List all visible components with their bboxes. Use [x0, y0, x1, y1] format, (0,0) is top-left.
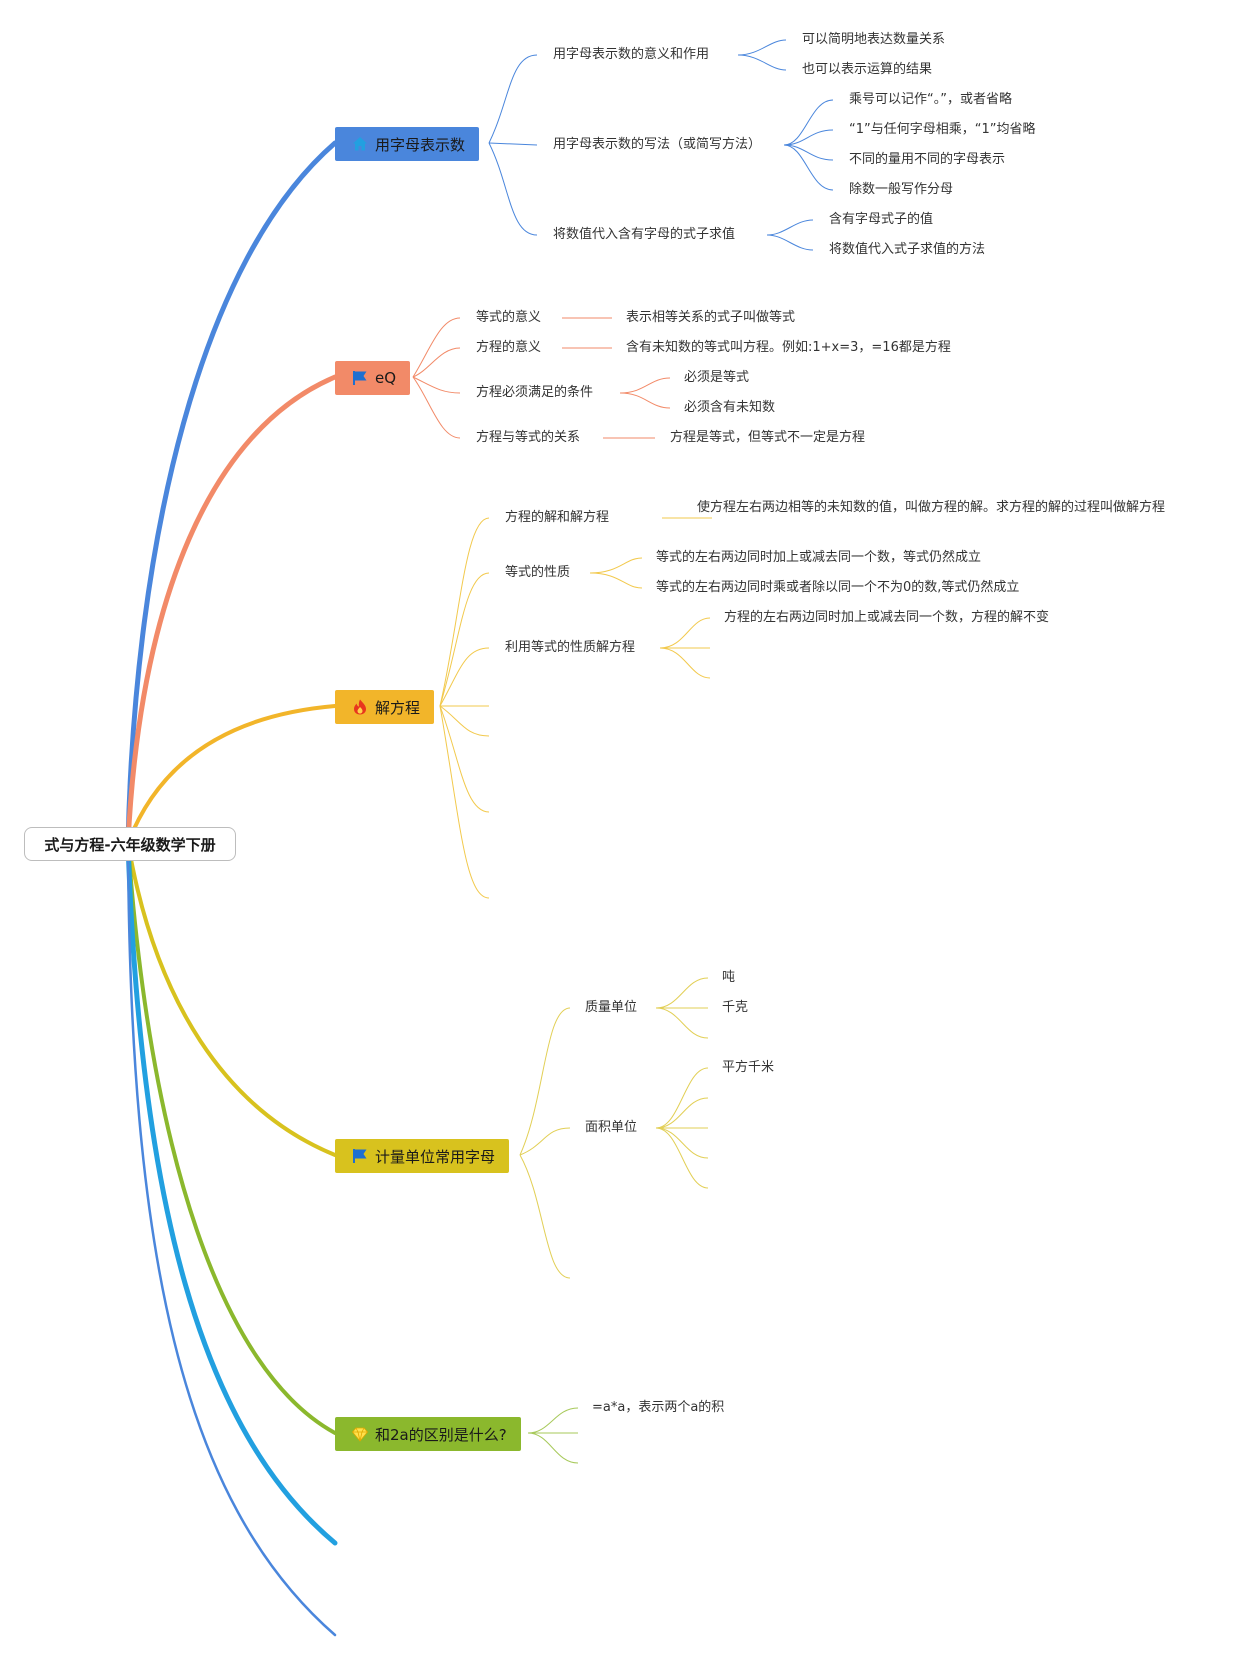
- topic-3-1[interactable]: 方程的解和解方程: [505, 510, 610, 525]
- branch-node-1[interactable]: 用字母表示数: [335, 127, 480, 161]
- branch-title: 和2a的区别是什么?: [375, 1425, 507, 1444]
- leaf-4-2-1[interactable]: 平方千米: [722, 1060, 775, 1075]
- topic-3-3[interactable]: 利用等式的性质解方程: [505, 640, 636, 655]
- diamond-icon: [351, 1427, 369, 1442]
- leaf-5-1[interactable]: =a*a，表示两个a的积: [592, 1400, 725, 1415]
- branch-2-connectors: [412, 317, 671, 439]
- leaf-2-1-1[interactable]: 表示相等关系的式子叫做等式: [626, 310, 796, 325]
- fire-icon: [354, 699, 366, 715]
- leaf-1-2-4[interactable]: 除数一般写作分母: [849, 182, 954, 197]
- branch-5-connectors: [527, 1407, 579, 1464]
- branch-title: 计量单位常用字母: [375, 1147, 496, 1166]
- flag-icon: [353, 371, 367, 385]
- leaf-3-2-2[interactable]: 等式的左右两边同时乘或者除以同一个不为0的数,等式仍然成立: [656, 580, 1020, 595]
- branch-1-connectors: [488, 39, 834, 251]
- leaf-3-1-1[interactable]: 使方程左右两边相等的未知数的值，叫做方程的解。求方程的解的过程叫做解方程: [697, 500, 1166, 515]
- leaf-3-3-1[interactable]: 方程的左右两边同时加上或减去同一个数，方程的解不变: [724, 610, 1050, 625]
- connector-root-branch-6: [125, 840, 338, 1546]
- topic-4-1[interactable]: 质量单位: [585, 1000, 638, 1015]
- leaf-1-2-1[interactable]: 乘号可以记作“。”，或者省略: [849, 92, 1012, 107]
- branch-title: 解方程: [375, 698, 421, 717]
- leaf-1-3-2[interactable]: 将数值代入式子求值的方法: [829, 242, 986, 257]
- house-icon: [353, 137, 367, 151]
- leaf-4-1-2[interactable]: 千克: [722, 1000, 749, 1015]
- leaf-3-2-1[interactable]: 等式的左右两边同时加上或减去同一个数，等式仍然成立: [656, 550, 982, 565]
- topic-1-1[interactable]: 用字母表示数的意义和作用: [553, 47, 710, 62]
- connector-root-branch-5: [126, 841, 337, 1435]
- root-title: 式与方程-六年级数学下册: [44, 835, 216, 854]
- root-connectors: [125, 140, 338, 1637]
- flag-icon: [353, 1149, 367, 1163]
- leaf-2-3-1[interactable]: 必须是等式: [684, 370, 750, 385]
- topic-1-2[interactable]: 用字母表示数的写法（或简写方法）: [553, 137, 762, 152]
- topic-2-2[interactable]: 方程的意义: [476, 340, 542, 355]
- root-node[interactable]: 式与方程-六年级数学下册: [24, 827, 236, 861]
- connector-root-branch-7: [126, 841, 337, 1637]
- connector-root-branch-1: [125, 140, 338, 846]
- leaf-1-3-1[interactable]: 含有字母式子的值: [829, 212, 934, 227]
- leaf-2-2-1[interactable]: 含有未知数的等式叫方程。例如:1+x=3，=16都是方程: [626, 340, 951, 355]
- branch-node-3[interactable]: 解方程: [335, 690, 435, 724]
- leaf-1-2-2[interactable]: “1”与任何字母相乘，“1”均省略: [849, 122, 1036, 137]
- leaf-2-3-2[interactable]: 必须含有未知数: [684, 400, 776, 415]
- topic-2-1[interactable]: 等式的意义: [476, 310, 542, 325]
- branch-node-2[interactable]: eQ: [335, 361, 411, 395]
- leaf-2-4-1[interactable]: 方程是等式，但等式不一定是方程: [670, 430, 866, 445]
- branch-title: eQ: [375, 369, 397, 387]
- leaf-1-1-2[interactable]: 也可以表示运算的结果: [802, 62, 933, 77]
- connector-root-branch-4: [126, 841, 337, 1157]
- topic-4-2[interactable]: 面积单位: [585, 1120, 638, 1135]
- leaf-4-1-1[interactable]: 吨: [722, 970, 736, 985]
- branch-4-connectors: [519, 977, 709, 1279]
- leaf-1-1-1[interactable]: 可以简明地表达数量关系: [802, 32, 946, 47]
- branch-node-4[interactable]: 计量单位常用字母: [335, 1139, 510, 1173]
- leaf-1-2-3[interactable]: 不同的量用不同的字母表示: [849, 152, 1006, 167]
- connector-root-branch-2: [125, 374, 338, 846]
- branch-title: 用字母表示数: [375, 135, 466, 154]
- branch-node-5[interactable]: 和2a的区别是什么?: [335, 1417, 521, 1451]
- topic-3-2[interactable]: 等式的性质: [505, 565, 571, 580]
- connector-root-branch-3: [126, 704, 337, 845]
- topic-2-3[interactable]: 方程必须满足的条件: [476, 385, 594, 400]
- topic-2-4[interactable]: 方程与等式的关系: [476, 430, 581, 445]
- topic-1-3[interactable]: 将数值代入含有字母的式子求值: [553, 227, 736, 242]
- branch-3-connectors: [439, 517, 712, 899]
